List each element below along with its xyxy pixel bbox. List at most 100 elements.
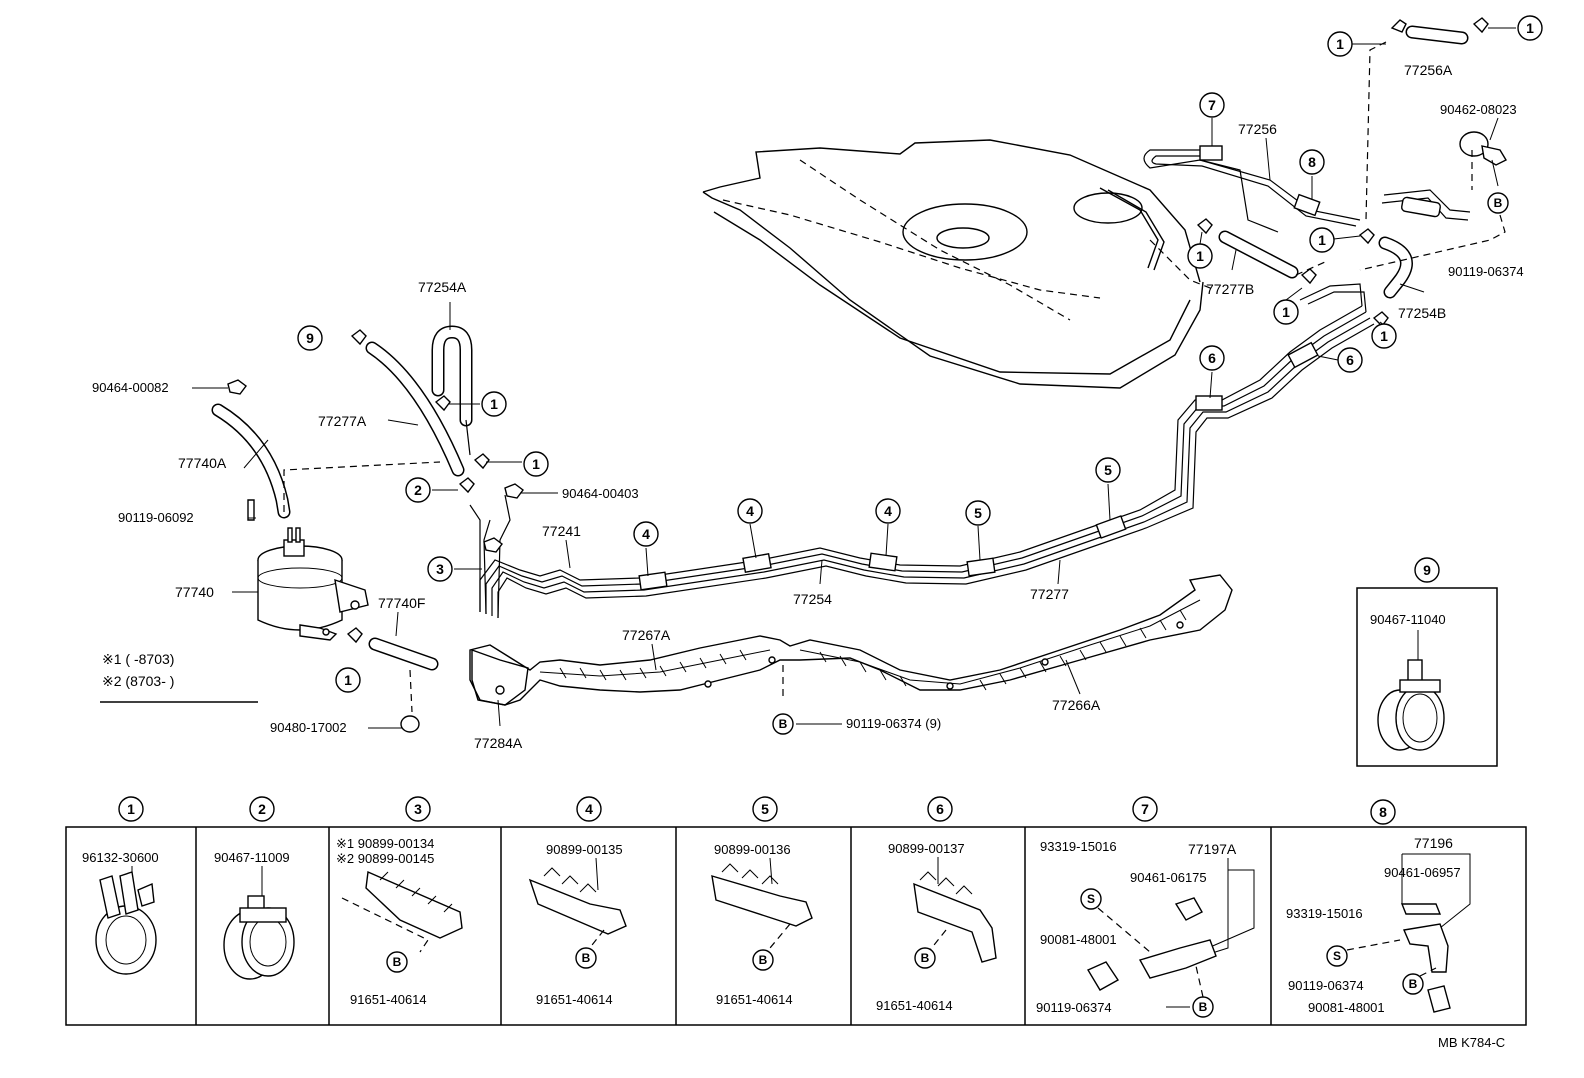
hose-clips [227, 17, 1489, 733]
label-77740: 77740 [175, 584, 214, 600]
cell7-bolt: 90119-06374 [1036, 1000, 1112, 1015]
table-header-7: 7 [1132, 796, 1158, 822]
label-90119-06092: 90119-06092 [118, 510, 194, 525]
note-8703-2: ※2 (8703- ) [102, 673, 174, 689]
label-90464-00082: 90464-00082 [92, 380, 169, 395]
svg-text:2: 2 [414, 482, 422, 498]
footer-code: MB K784-C [1438, 1035, 1505, 1050]
leader-lines [192, 27, 1516, 729]
callout-7-top: 7 [1199, 92, 1225, 118]
svg-text:B: B [1199, 1000, 1208, 1014]
svg-text:1: 1 [1318, 232, 1326, 248]
svg-text:1: 1 [344, 672, 352, 688]
table-header-1: 1 [118, 796, 144, 822]
cell7-clip: 90081-48001 [1040, 932, 1117, 947]
table-header-4: 4 [576, 796, 602, 822]
cell8-clip: 90081-48001 [1308, 1000, 1385, 1015]
cell8-screw: 93319-15016 [1286, 906, 1363, 921]
svg-text:4: 4 [585, 801, 593, 817]
svg-text:6: 6 [936, 801, 944, 817]
cell6-bolt: 91651-40614 [876, 998, 953, 1013]
svg-text:6: 6 [1208, 350, 1216, 366]
label-77284A: 77284A [474, 735, 523, 751]
cell3-bolt: 91651-40614 [350, 992, 427, 1007]
dashed-leaders [283, 41, 1506, 713]
table-header-2: 2 [249, 796, 275, 822]
svg-text:1: 1 [1526, 20, 1534, 36]
svg-text:3: 3 [436, 561, 444, 577]
svg-text:9: 9 [1423, 562, 1431, 578]
label-77254B: 77254B [1398, 305, 1446, 321]
clamp-parts-table: 1 2 3 4 5 6 7 8 96132-30600 90467-11009 … [65, 796, 1527, 1026]
svg-text:B: B [921, 951, 930, 965]
svg-text:B: B [1494, 196, 1503, 210]
svg-text:4: 4 [884, 503, 892, 519]
table-header-5: 5 [752, 796, 778, 822]
cell8-bracket: 90461-06957 [1384, 865, 1461, 880]
callout-8-top: 8 [1299, 149, 1325, 175]
protector-plates [469, 574, 1233, 706]
label-77740F: 77740F [378, 595, 425, 611]
callout-1-left-b: 1 [523, 451, 549, 477]
callout-1-mid-d: 1 [1371, 323, 1397, 349]
label-90462-08023: 90462-08023 [1440, 102, 1517, 117]
cell3-part2: ※2 90899-00145 [336, 851, 434, 866]
svg-text:B: B [393, 955, 402, 969]
svg-text:1: 1 [1196, 248, 1204, 264]
cell3-part1: ※1 90899-00134 [336, 836, 434, 851]
table-header-3: 3 [405, 796, 431, 822]
svg-text:1: 1 [127, 801, 135, 817]
cell8-assy: 77196 [1414, 835, 1453, 851]
cell1-part: 96132-30600 [82, 850, 159, 865]
callout-3-left: 3 [427, 556, 453, 582]
callout-2-left: 2 [405, 477, 431, 503]
label-77267A: 77267A [622, 627, 671, 643]
svg-text:4: 4 [642, 526, 650, 542]
callout-9-left: 9 [297, 325, 323, 351]
callout-1-mid-b: 1 [1187, 243, 1213, 269]
cell4-part: 90899-00135 [546, 842, 623, 857]
table-header-6: 6 [927, 796, 953, 822]
label-90119-06374-top: 90119-06374 [1448, 264, 1524, 279]
callout-B-protector: B [772, 713, 794, 735]
label-77277A: 77277A [318, 413, 367, 429]
svg-text:7: 7 [1141, 801, 1149, 817]
label-90480-17002: 90480-17002 [270, 720, 347, 735]
table-header-8: 8 [1370, 799, 1396, 825]
callout-4-b: 4 [737, 498, 763, 524]
svg-text:3: 3 [414, 801, 422, 817]
charcoal-canister [257, 527, 369, 641]
callout-1-top-right: 1 [1517, 15, 1543, 41]
callout-1-mid-c: 1 [1273, 299, 1299, 325]
cell2-part: 90467-11009 [214, 850, 290, 865]
callout-6-b: 6 [1337, 347, 1363, 373]
svg-text:B: B [759, 953, 768, 967]
cell6-part: 90899-00137 [888, 841, 965, 856]
label-77266A: 77266A [1052, 697, 1101, 713]
cell7-assy: 77197A [1188, 841, 1237, 857]
main-fuel-lines [469, 305, 1375, 619]
hoses [211, 25, 1507, 671]
svg-text:1: 1 [532, 456, 540, 472]
label-77254A: 77254A [418, 279, 467, 295]
callout-5-a: 5 [965, 500, 991, 526]
callout-1-canister: 1 [335, 667, 361, 693]
label-77241: 77241 [542, 523, 581, 539]
callout-4-a: 4 [633, 521, 659, 547]
inset-9: 9 90467-11040 [1356, 557, 1498, 767]
label-77277B: 77277B [1206, 281, 1254, 297]
svg-text:2: 2 [258, 801, 266, 817]
svg-text:B: B [1409, 977, 1418, 991]
fuel-tank [702, 139, 1216, 389]
svg-text:S: S [1087, 892, 1095, 906]
label-77277: 77277 [1030, 586, 1069, 602]
svg-text:1: 1 [490, 396, 498, 412]
svg-text:5: 5 [761, 801, 769, 817]
inset-9-part: 90467-11040 [1370, 612, 1446, 627]
callout-4-c: 4 [875, 498, 901, 524]
callouts: 1 1 7 8 B 1 1 1 1 6 6 9 1 1 2 3 4 4 4 5 … [297, 15, 1543, 735]
svg-text:B: B [582, 951, 591, 965]
label-90464-00403: 90464-00403 [562, 486, 639, 501]
part-labels: 77256A 90462-08023 77256 77277B 77254B 9… [92, 62, 1524, 1050]
